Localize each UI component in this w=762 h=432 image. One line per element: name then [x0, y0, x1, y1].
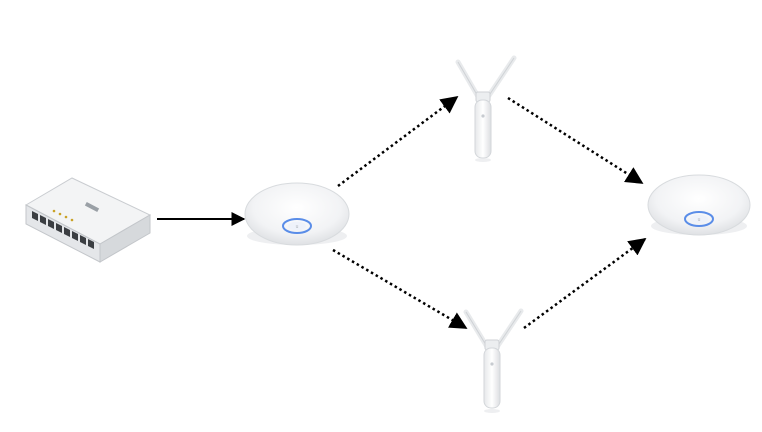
- svg-text:u: u: [698, 217, 701, 223]
- ceiling-access-point-icon: u: [244, 182, 350, 246]
- outdoor-mesh-antenna-icon: [463, 308, 524, 413]
- outdoor-mesh-antenna-icon: [455, 55, 517, 162]
- svg-text:u: u: [296, 224, 299, 230]
- link-mesh-bottom-to-far-ap: [523, 237, 647, 330]
- link-root-ap-to-mesh-bottom: [332, 248, 468, 330]
- ceiling-access-point-icon: u: [647, 174, 751, 236]
- link-root-ap-to-mesh-top: [337, 95, 459, 188]
- poe-switch-icon: [24, 177, 152, 263]
- link-mesh-top-to-far-ap: [507, 96, 644, 185]
